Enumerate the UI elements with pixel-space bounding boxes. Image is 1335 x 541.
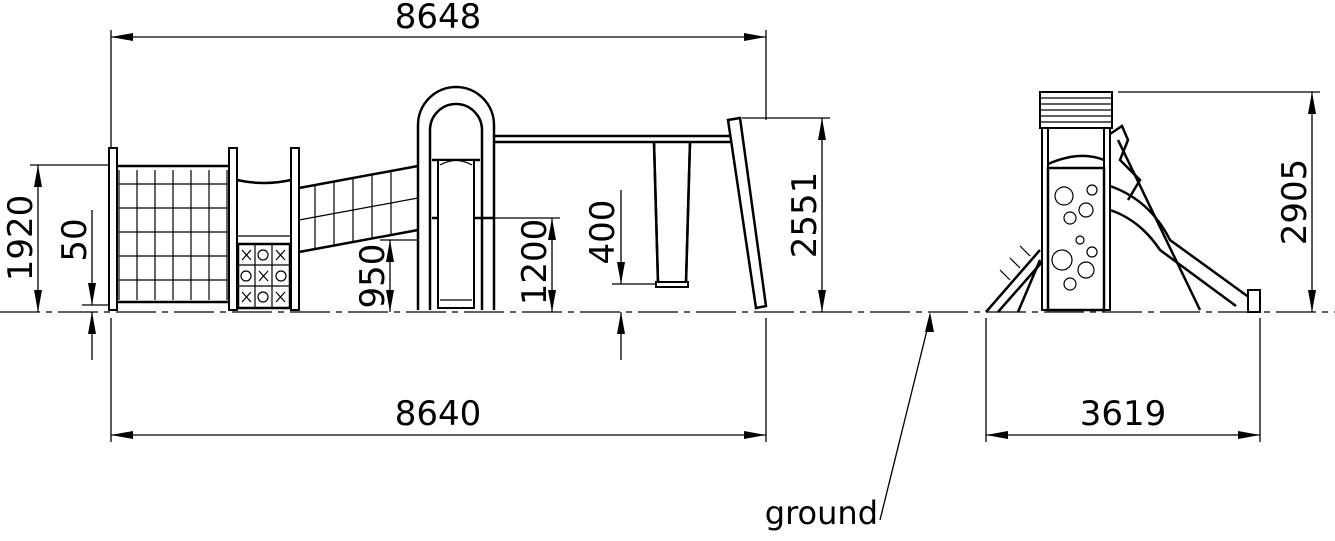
dimension-label-8648: 8648 — [395, 0, 482, 37]
side-view-ladder — [985, 245, 1043, 313]
side-view-tower — [1039, 91, 1142, 312]
dimension-label-2905: 2905 — [1275, 159, 1315, 246]
dimension-net-height: 1920 — [1, 164, 111, 312]
dimension-platform-height: 950 — [353, 239, 418, 312]
ground-label: ground — [765, 494, 878, 532]
swing-frame — [494, 116, 768, 310]
ground-leader: ground — [765, 312, 934, 532]
rope-bridge — [298, 164, 419, 254]
dimension-overall-top: 8648 — [110, 0, 767, 160]
dimension-swing-beam: 2551 — [742, 117, 830, 312]
dimension-label-2551: 2551 — [785, 172, 825, 259]
dimension-label-950: 950 — [353, 244, 393, 309]
dimension-overall-bottom: 8640 — [110, 318, 767, 442]
swing-seat — [652, 141, 692, 288]
dimension-label-1200: 1200 — [515, 219, 555, 306]
arch-tower — [416, 85, 496, 310]
dimension-ground-offset: 50 — [55, 210, 111, 360]
dimension-label-3619: 3619 — [1080, 394, 1167, 434]
dimension-label-50: 50 — [55, 218, 95, 261]
dimension-side-width: 3619 — [985, 318, 1261, 442]
side-view-slide — [1109, 139, 1261, 313]
climbing-net-panel — [108, 147, 238, 311]
dimension-label-1920: 1920 — [1, 195, 41, 282]
dimension-label-8640: 8640 — [395, 394, 482, 434]
dimension-side-height: 2905 — [1118, 91, 1320, 312]
dimension-tower-platform: 1200 — [494, 217, 560, 312]
dimension-label-400: 400 — [583, 200, 623, 265]
dimension-swing-seat: 400 — [583, 190, 656, 360]
tic-tac-toe-tower — [236, 147, 300, 311]
